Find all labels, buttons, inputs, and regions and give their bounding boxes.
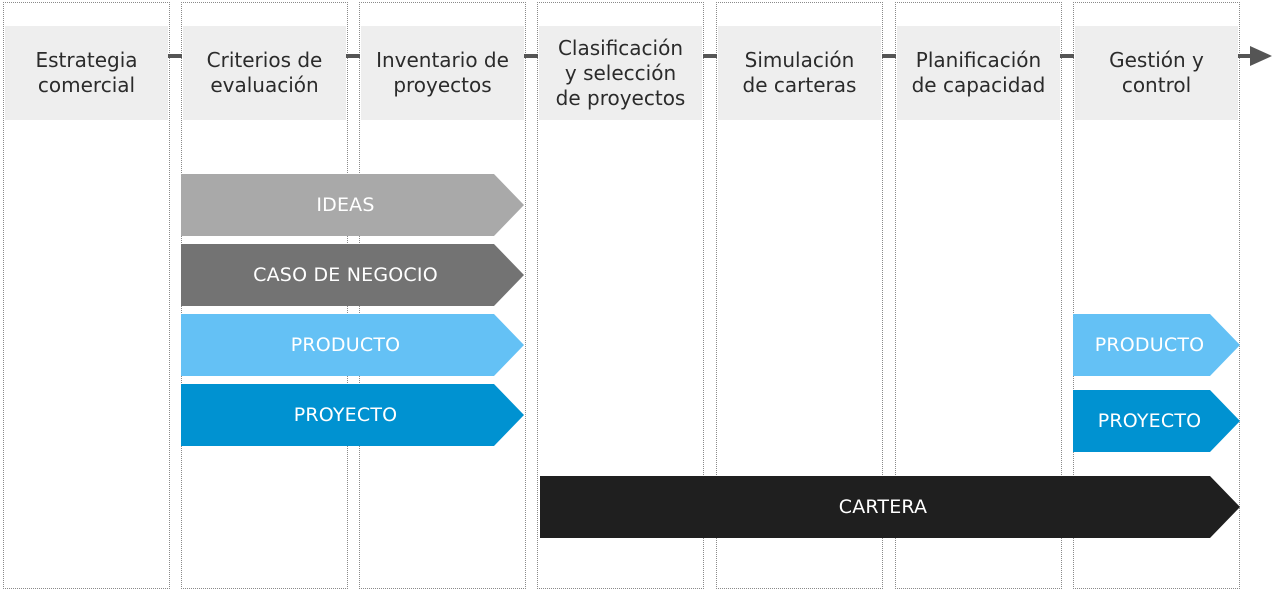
stage-label: Inventario de proyectos (376, 48, 509, 97)
stage-connector (1060, 54, 1074, 58)
bar-proyecto: PROYECTO (181, 384, 524, 446)
stage-label: Criterios de evaluación (206, 48, 323, 97)
bar-cartera: CARTERA (540, 476, 1240, 538)
lane-clasificacion (537, 2, 704, 589)
lane-simulacion (716, 2, 883, 589)
bar-ideas: IDEAS (181, 174, 524, 236)
bar-label: PROYECTO (1097, 410, 1202, 432)
stage-planificacion-capacidad: Planificación de capacidad (897, 26, 1060, 120)
bar-label: IDEAS (316, 194, 375, 216)
stage-simulacion-carteras: Simulación de carteras (718, 26, 881, 120)
stage-gestion-control: Gestión y control (1075, 26, 1238, 120)
lane-estrategia (3, 2, 170, 589)
stage-label: Gestión y control (1109, 48, 1204, 97)
stage-connector (882, 54, 896, 58)
stage-label: Simulación de carteras (742, 48, 857, 97)
lane-gestion (1073, 2, 1240, 589)
stage-estrategia-comercial: Estrategia comercial (5, 26, 168, 120)
stage-inventario-proyectos: Inventario de proyectos (361, 26, 524, 120)
bar-producto: PRODUCTO (181, 314, 524, 376)
bar-label: PROYECTO (293, 404, 398, 426)
bar-label: PRODUCTO (290, 334, 401, 356)
stage-connector (703, 54, 717, 58)
flow-arrow-icon (1238, 46, 1272, 66)
stage-clasificacion-seleccion: Clasificación y selección de proyectos (539, 26, 702, 120)
stage-connector (346, 54, 360, 58)
stage-label: Planificación de capacidad (911, 48, 1046, 97)
bar-producto-gestion: PRODUCTO (1073, 314, 1240, 376)
bar-label: PRODUCTO (1094, 334, 1205, 356)
bar-proyecto-gestion: PROYECTO (1073, 390, 1240, 452)
stage-connector (524, 54, 538, 58)
bar-label: CASO DE NEGOCIO (253, 264, 438, 286)
bar-caso-de-negocio: CASO DE NEGOCIO (181, 244, 524, 306)
bar-label: CARTERA (838, 496, 928, 518)
stage-label: Estrategia comercial (35, 48, 138, 97)
stage-connector (168, 54, 182, 58)
stage-criterios-evaluacion: Criterios de evaluación (183, 26, 346, 120)
lane-planificacion (895, 2, 1062, 589)
stage-label: Clasificación y selección de proyectos (555, 35, 686, 110)
